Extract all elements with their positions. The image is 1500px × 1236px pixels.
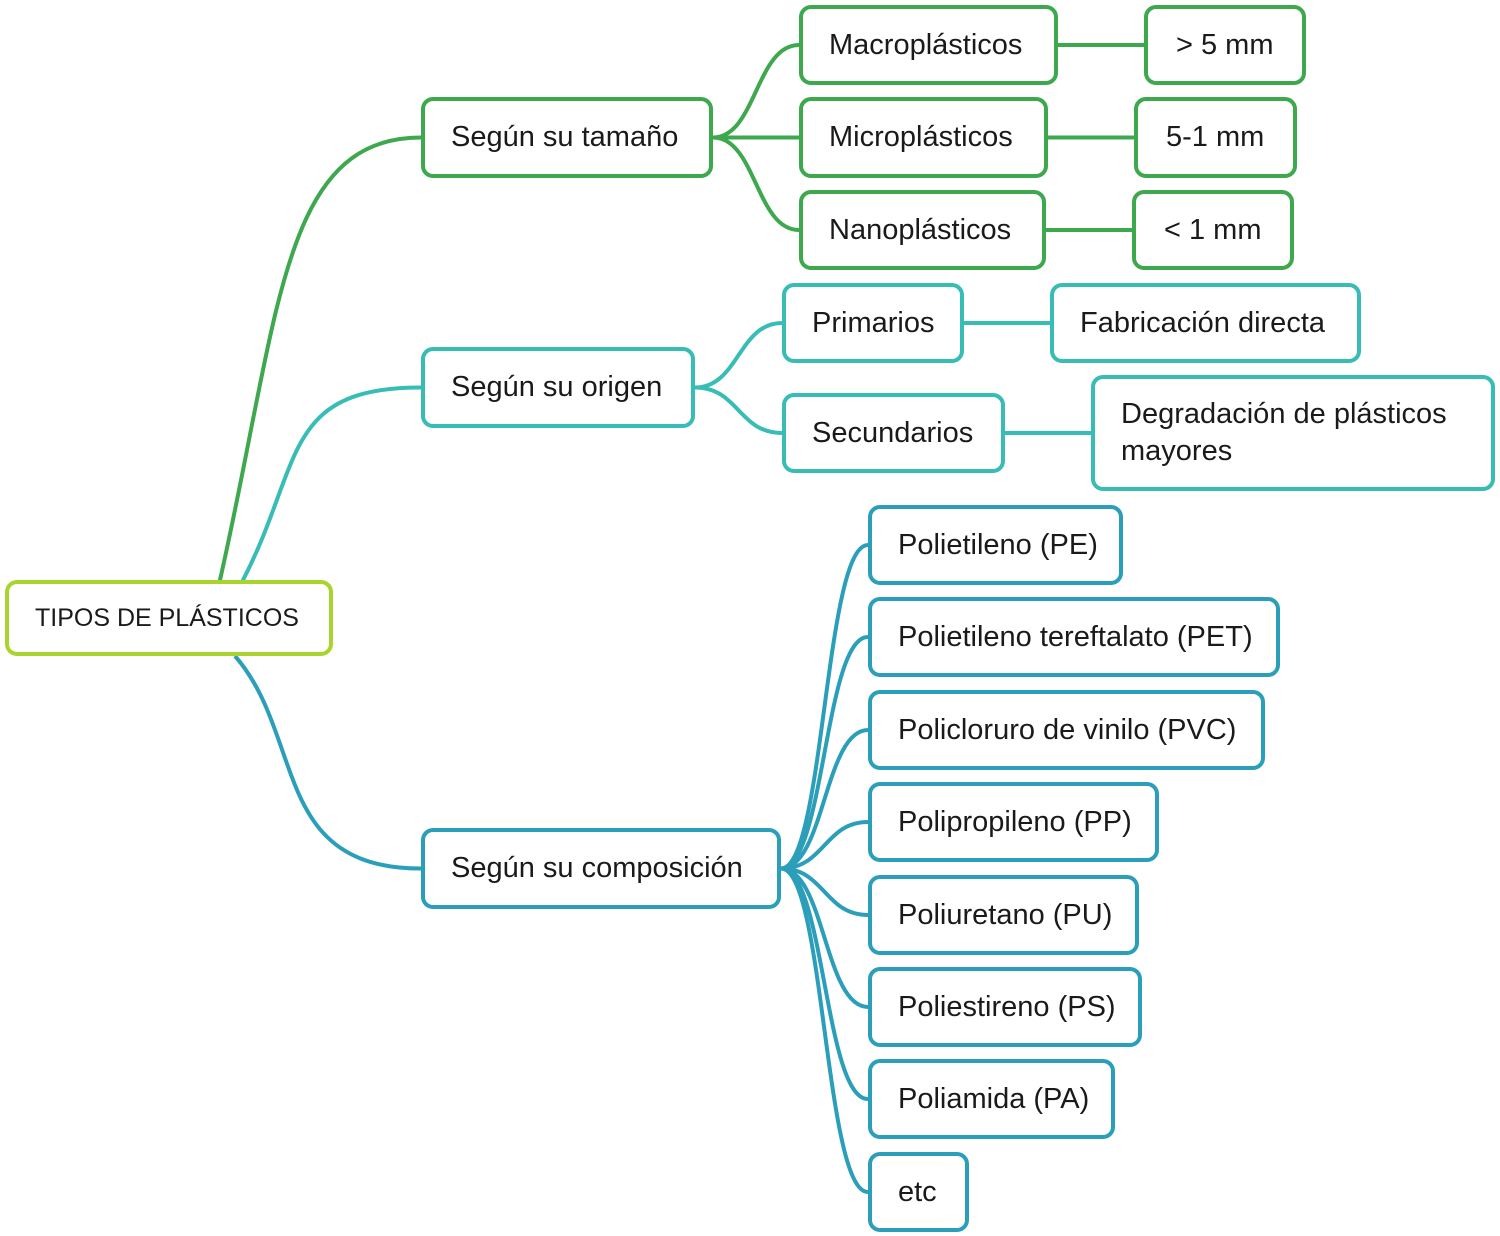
branch-size-node: Según su tamaño [421,97,713,178]
connector-composition-1 [779,635,870,871]
composition-etc-node: etc [868,1152,969,1232]
size-nano-node: Nanoplásticos [799,190,1046,270]
connector-size-0 [711,43,801,140]
connector-size-2 [711,135,801,232]
connector-origin-0 [693,321,784,390]
connector-root-origin [241,385,423,582]
origin-secondary-detail-node: Degradación de plásticos mayores [1091,375,1495,491]
origin-secondary-node: Secundarios [782,393,1005,473]
size-micro-detail-node: 5-1 mm [1134,97,1297,178]
connector-origin-1 [693,385,784,435]
size-macro-detail-node: > 5 mm [1144,5,1306,85]
connector-composition-2 [779,728,870,871]
composition-pp-node: Polipropileno (PP) [868,782,1159,862]
connector-composition-3 [779,820,870,871]
connector-root-size [218,135,423,582]
composition-pvc-node: Policloruro de vinilo (PVC) [868,690,1265,770]
connector-composition-7 [779,866,870,1194]
size-micro-node: Microplásticos [799,97,1048,178]
composition-ps-node: Poliestireno (PS) [868,967,1142,1047]
composition-pa-node: Poliamida (PA) [868,1059,1115,1139]
connector-root-composition [233,654,422,871]
composition-pu-node: Poliuretano (PU) [868,875,1139,955]
connector-composition-4 [779,866,870,917]
connector-composition-6 [779,866,870,1101]
size-macro-node: Macroplásticos [799,5,1058,85]
size-nano-detail-node: < 1 mm [1132,190,1294,270]
composition-pe-node: Polietileno (PE) [868,505,1123,585]
composition-pet-node: Polietileno tereftalato (PET) [868,597,1280,677]
connector-composition-5 [779,866,870,1009]
root-node: TIPOS DE PLÁSTICOS [5,580,333,656]
branch-origin-node: Según su origen [421,347,695,428]
origin-primary-node: Primarios [782,283,964,363]
connector-composition-0 [779,543,870,871]
origin-primary-detail-node: Fabricación directa [1050,283,1361,363]
branch-composition-node: Según su composición [421,828,781,909]
